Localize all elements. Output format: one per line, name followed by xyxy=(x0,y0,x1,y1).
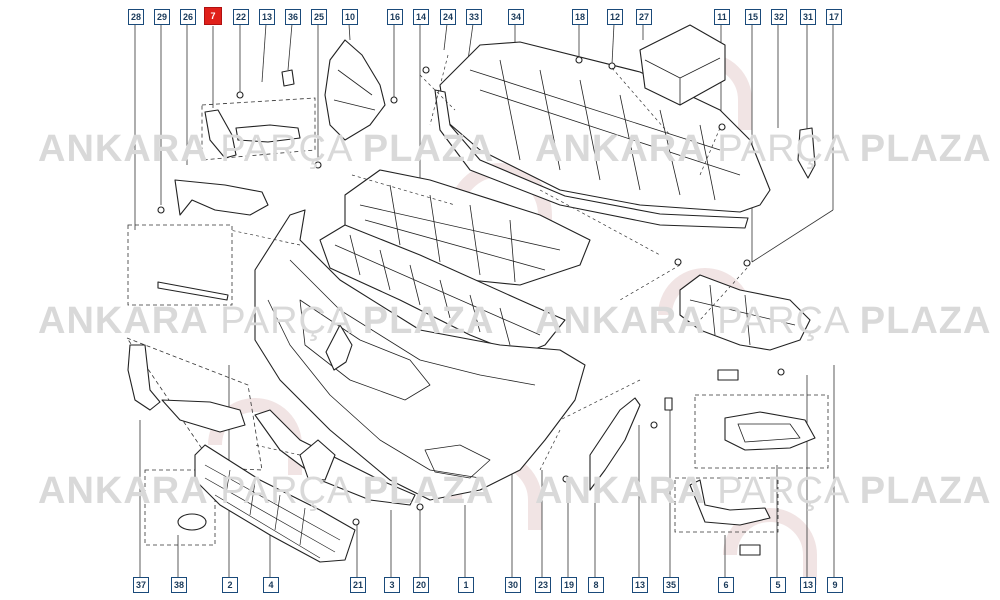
lower-trim-bar xyxy=(157,281,229,301)
grouping-boxes xyxy=(125,97,829,546)
headlamp-washer-part-22 xyxy=(235,124,301,143)
callout-bottom-3[interactable]: 2 xyxy=(222,577,238,593)
assembly-dash-lines xyxy=(229,54,748,471)
callout-bottom-8[interactable]: 1 xyxy=(458,577,474,593)
callout-top-11[interactable]: 14 xyxy=(413,9,429,25)
callout-top-7[interactable]: 36 xyxy=(285,9,301,25)
fog-bezel-left-part-37 xyxy=(127,344,161,411)
callout-top-5[interactable]: 22 xyxy=(233,9,249,25)
grommet-part-38 xyxy=(177,513,207,531)
callout-top-6[interactable]: 13 xyxy=(259,9,275,25)
bracket-part-31 xyxy=(797,127,816,179)
callout-top-9[interactable]: 10 xyxy=(342,9,358,25)
callout-bottom-9[interactable]: 30 xyxy=(505,577,521,593)
plate-part-12-outline xyxy=(717,369,739,381)
lower-spoiler-strip xyxy=(434,89,749,229)
callout-top-13[interactable]: 33 xyxy=(466,9,482,25)
callout-top-10[interactable]: 16 xyxy=(387,9,403,25)
callout-bottom-1[interactable]: 37 xyxy=(133,577,149,593)
callout-bottom-7[interactable]: 20 xyxy=(413,577,429,593)
fastener-kit-box-part-27 xyxy=(639,24,726,106)
callout-bottom-4[interactable]: 4 xyxy=(263,577,279,593)
fog-bezel-right-part-5 xyxy=(724,411,816,451)
callout-bottom-6[interactable]: 3 xyxy=(384,577,400,593)
callout-top-18[interactable]: 11 xyxy=(714,9,730,25)
side-frame-part-8 xyxy=(589,397,641,491)
callout-top-2[interactable]: 29 xyxy=(154,9,170,25)
callout-top-16[interactable]: 12 xyxy=(607,9,623,25)
callout-top-8[interactable]: 25 xyxy=(311,9,327,25)
hook-part-35 xyxy=(664,397,673,411)
callout-bottom-16[interactable]: 5 xyxy=(770,577,786,593)
clip-part-36 xyxy=(281,69,295,87)
renault-emblem xyxy=(325,324,353,371)
callout-bottom-18[interactable]: 9 xyxy=(827,577,843,593)
callout-bottom-13[interactable]: 13 xyxy=(632,577,648,593)
callout-bottom-5[interactable]: 21 xyxy=(350,577,366,593)
engine-undertray-part-34 xyxy=(439,41,771,213)
callout-bottom-12[interactable]: 8 xyxy=(588,577,604,593)
callout-top-14[interactable]: 34 xyxy=(508,9,524,25)
parts xyxy=(127,24,816,563)
callout-top-17[interactable]: 27 xyxy=(636,9,652,25)
callout-bottom-10[interactable]: 23 xyxy=(535,577,551,593)
callout-top-1[interactable]: 28 xyxy=(128,9,144,25)
plate-bottom-outline xyxy=(739,544,761,556)
callout-top-19[interactable]: 15 xyxy=(745,9,761,25)
side-bracket-part-26 xyxy=(174,179,269,216)
grille-emblem-mount xyxy=(299,439,336,481)
callout-bottom-11[interactable]: 19 xyxy=(561,577,577,593)
fog-insert-left xyxy=(161,399,246,433)
side-bracket-right-part-9 xyxy=(679,274,811,351)
callout-bottom-14[interactable]: 35 xyxy=(663,577,679,593)
callout-top-20[interactable]: 32 xyxy=(771,9,787,25)
fog-surround-right-part-6 xyxy=(689,479,771,526)
leader-lines xyxy=(134,23,834,263)
callout-top-15[interactable]: 18 xyxy=(572,9,588,25)
front-bumper-cover-part-1 xyxy=(254,209,586,501)
callout-top-22[interactable]: 17 xyxy=(826,9,842,25)
callout-top-3[interactable]: 26 xyxy=(180,9,196,25)
callout-bottom-17[interactable]: 13 xyxy=(800,577,816,593)
trim-strip-part-7 xyxy=(204,109,237,159)
callout-bottom-15[interactable]: 6 xyxy=(718,577,734,593)
callout-top-12[interactable]: 24 xyxy=(440,9,456,25)
bottom-leader-lines xyxy=(139,365,835,580)
mounting-bracket-part-10 xyxy=(324,39,386,141)
callout-top-4-highlighted[interactable]: 7 xyxy=(204,7,222,25)
callout-top-21[interactable]: 31 xyxy=(800,9,816,25)
callout-bottom-2[interactable]: 38 xyxy=(171,577,187,593)
